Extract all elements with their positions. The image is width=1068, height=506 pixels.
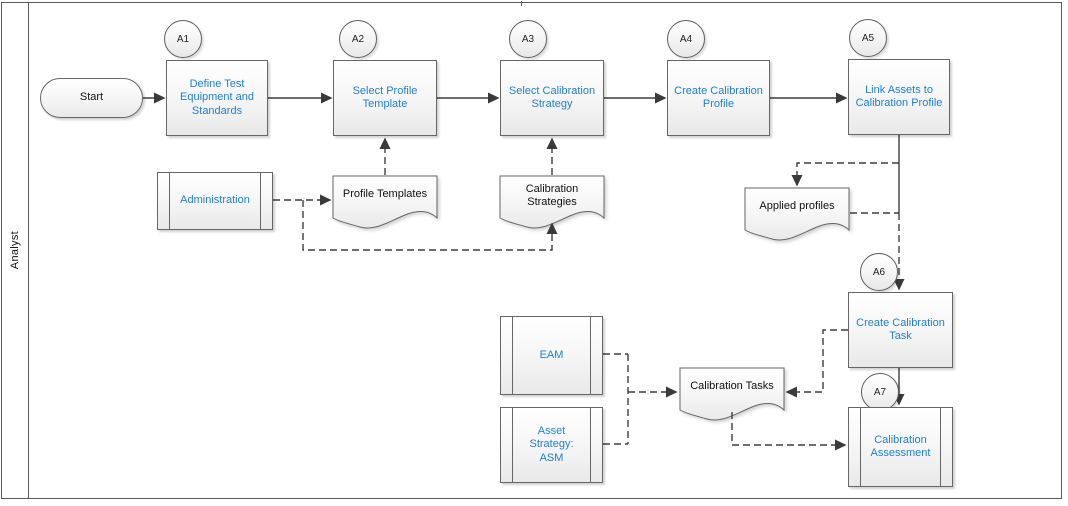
label-profile-templates: Profile Templates	[342, 188, 428, 201]
label-applied-profiles: Applied profiles	[759, 200, 835, 213]
subprocess-asset-strategy-asm[interactable]: Asset Strategy: ASM	[500, 407, 603, 483]
frame-tick	[521, 1, 522, 6]
task-select-calibration-strategy[interactable]: Select Calibration Strategy	[500, 60, 604, 136]
label-calibration-tasks: Calibration Tasks	[690, 380, 774, 393]
badge-a3: A3	[509, 20, 547, 58]
subprocess-administration[interactable]: Administration	[157, 172, 273, 230]
subprocess-asm-label: Asset Strategy: ASM	[529, 425, 574, 464]
badge-a2: A2	[339, 20, 377, 58]
subprocess-calibration-assessment[interactable]: Calibration Assessment	[848, 407, 953, 487]
task-select-profile-template[interactable]: Select Profile Template	[333, 60, 437, 136]
task-create-calibration-task[interactable]: Create Calibration Task	[848, 292, 953, 368]
badge-a6: A6	[860, 253, 898, 291]
badge-a1: A1	[164, 20, 202, 58]
lane-header: Analyst	[2, 3, 28, 498]
swimlane-frame: Analyst	[1, 1, 1062, 499]
task-create-calibration-profile[interactable]: Create Calibration Profile	[667, 60, 770, 136]
badge-a7: A7	[861, 373, 899, 411]
lane-divider	[28, 3, 29, 498]
subprocess-eam[interactable]: EAM	[500, 316, 603, 395]
label-calibration-strategies: Calibration Strategies	[500, 176, 604, 216]
lane-label: Analyst	[9, 231, 21, 270]
label-calibration-strategies-text: Calibration Strategies	[525, 182, 579, 208]
task-define-test-equipment[interactable]: Define Test Equipment and Standards	[166, 60, 268, 136]
badge-a4: A4	[667, 20, 705, 58]
task-link-assets[interactable]: Link Assets to Calibration Profile	[848, 59, 950, 135]
badge-a5: A5	[849, 19, 887, 57]
start-node: Start	[40, 78, 143, 118]
